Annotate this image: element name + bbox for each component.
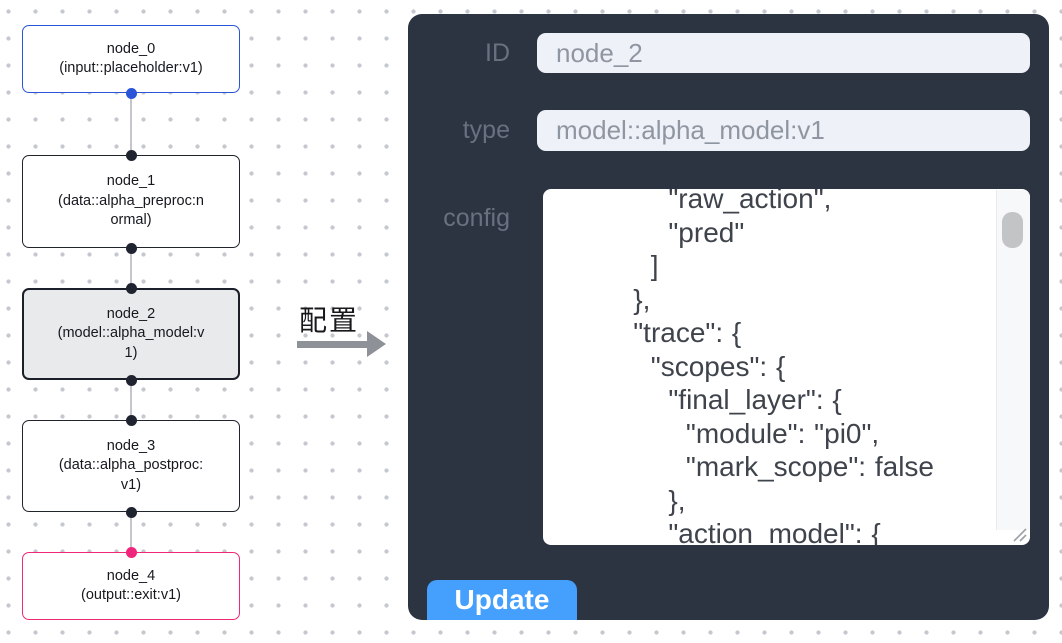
port-node_4-top[interactable]: [126, 547, 137, 558]
configure-arrow-head-icon: [367, 331, 386, 357]
config-json-text[interactable]: "raw_action", "pred" ] }, "trace": { "sc…: [633, 189, 935, 545]
configure-arrow: [297, 341, 367, 348]
id-input[interactable]: [537, 33, 1030, 73]
node-config-panel: ID type config "raw_action", "pred" ] },…: [408, 14, 1049, 620]
node-title: node_4: [106, 567, 156, 584]
node-title: node_3: [106, 437, 156, 454]
graph-edge-3-4: [130, 512, 132, 552]
port-node_3-top[interactable]: [126, 415, 137, 426]
configure-arrow-label: 配置: [299, 305, 360, 336]
node-subtitle: (model::alpha_model:v1): [57, 325, 205, 361]
node-subtitle: (input::placeholder:v1): [59, 60, 203, 76]
node-title: node_2: [106, 305, 156, 322]
config-scrollbar-thumb[interactable]: [1002, 212, 1023, 248]
port-node_2-bottom[interactable]: [126, 375, 137, 386]
graph-node-node_2[interactable]: node_2 (model::alpha_model:v1): [22, 288, 240, 380]
graph-edge-2-3: [130, 380, 132, 420]
node-subtitle: (output::exit:v1): [81, 587, 181, 603]
resize-handle-icon[interactable]: [1010, 525, 1028, 543]
graph-edge-1-2: [130, 248, 132, 288]
node-subtitle: (data::alpha_postproc:v1): [58, 457, 204, 493]
graph-edge-0-1: [130, 93, 132, 155]
id-field-label: ID: [485, 39, 510, 67]
node-subtitle: (data::alpha_preproc:normal): [58, 192, 204, 229]
port-node_2-top[interactable]: [126, 283, 137, 294]
type-input[interactable]: [537, 110, 1030, 151]
update-button[interactable]: Update: [427, 580, 577, 620]
graph-node-node_0[interactable]: node_0 (input::placeholder:v1): [22, 25, 240, 93]
graph-node-node_3[interactable]: node_3 (data::alpha_postproc:v1): [22, 420, 240, 512]
graph-node-node_4[interactable]: node_4 (output::exit:v1): [22, 552, 240, 620]
config-field-label: config: [443, 204, 510, 232]
graph-node-node_1[interactable]: node_1 (data::alpha_preproc:normal): [22, 155, 240, 248]
port-node_3-bottom[interactable]: [126, 507, 137, 518]
port-node_0-bottom[interactable]: [126, 88, 137, 99]
type-field-label: type: [462, 116, 510, 144]
port-node_1-top[interactable]: [126, 150, 137, 161]
config-textarea[interactable]: "raw_action", "pred" ] }, "trace": { "sc…: [543, 189, 1030, 545]
node-title: node_0: [106, 40, 156, 57]
node-title: node_1: [106, 173, 156, 190]
port-node_1-bottom[interactable]: [126, 243, 137, 254]
